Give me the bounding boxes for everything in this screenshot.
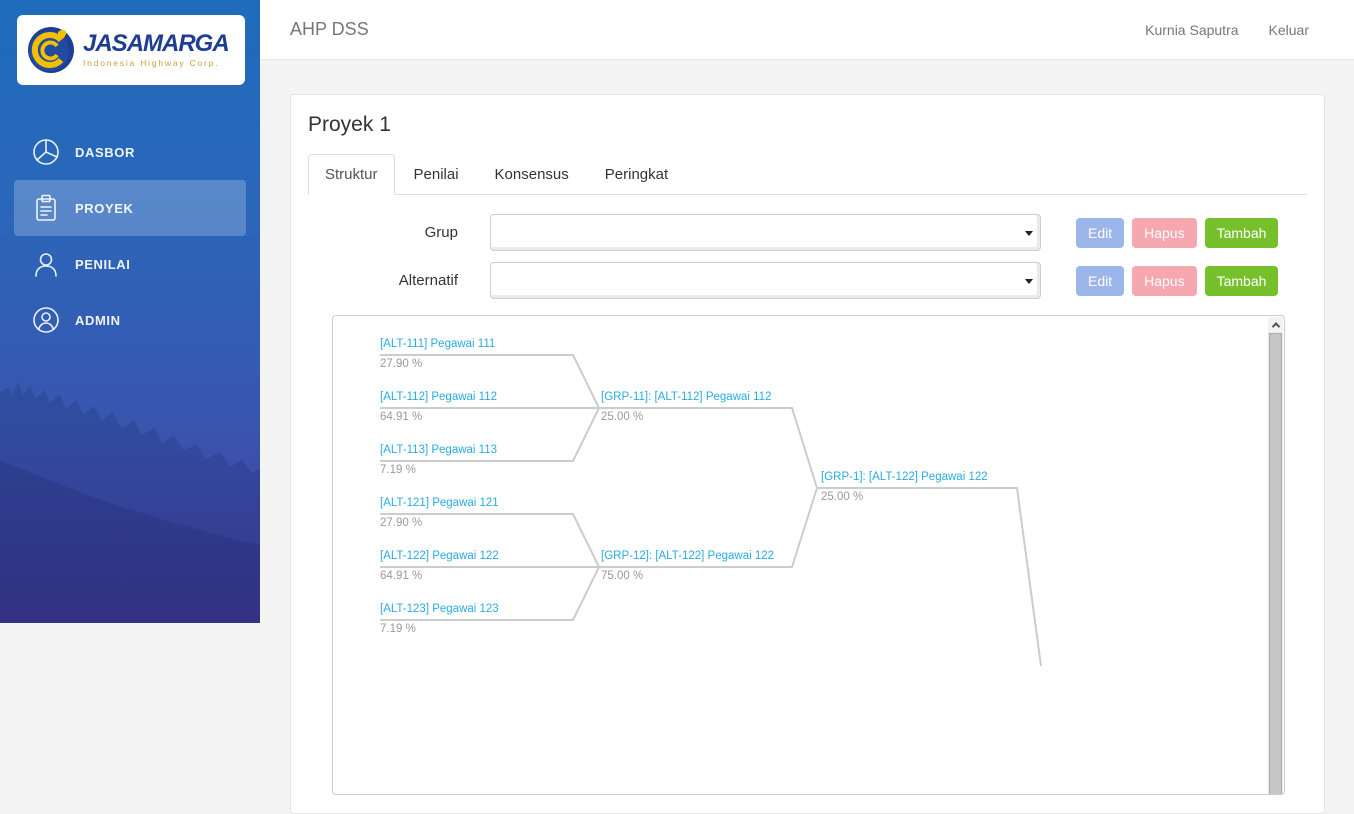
user-menu-link[interactable]: Kurnia Saputra (1145, 21, 1239, 38)
project-card: Proyek 1 Struktur Penilai Konsensus Peri… (290, 94, 1325, 814)
tree-node-ALT-111: [ALT-111] Pegawai 111 27.90 % (380, 337, 495, 370)
brand-name: JASAMARGA (83, 30, 230, 57)
scroll-up-button[interactable] (1268, 317, 1283, 332)
tree-node-ALT-123: [ALT-123] Pegawai 123 7.19 % (380, 602, 499, 635)
tree-node-link-ALT-113[interactable]: [ALT-113] Pegawai 113 (380, 444, 497, 456)
tree-scrollbar[interactable] (1268, 317, 1283, 794)
tab-struktur[interactable]: Struktur (308, 154, 395, 195)
top-navbar: AHP DSS Kurnia Saputra Keluar (260, 0, 1354, 60)
tree-node-weight: 64.91 % (380, 411, 423, 423)
hierarchy-tree: [ALT-111] Pegawai 111 27.90 % [ALT-112] Pe… (332, 315, 1285, 795)
alternative-label: Alternatif (398, 272, 458, 289)
tree-node-link-ALT-123[interactable]: [ALT-123] Pegawai 123 (380, 603, 499, 615)
tab-bar: Struktur Penilai Konsensus Peringkat (308, 154, 1307, 195)
tree-node-weight: 64.91 % (380, 570, 423, 582)
tab-konsensus[interactable]: Konsensus (494, 166, 569, 183)
sidebar-item-dasbor[interactable]: DASBOR (14, 124, 246, 180)
tree-node-link-ALT-121[interactable]: [ALT-121] Pegawai 121 (380, 497, 499, 509)
jasamarga-logo: JASAMARGA Indonesia Highway Corp. (17, 15, 245, 85)
tree-node-weight: 7.19 % (380, 623, 416, 635)
content-area: Proyek 1 Struktur Penilai Konsensus Peri… (260, 60, 1354, 814)
tree-node-weight: 27.90 % (380, 358, 423, 370)
sidebar-item-label: ADMIN (75, 312, 121, 328)
structure-form: Grup Edit Hapus Tambah Alternatif (308, 214, 1307, 299)
group-label: Grup (424, 224, 458, 241)
tree-node-GRP-12: [GRP-12]: [ALT-122] Pegawai 122 75.00 % (601, 549, 774, 582)
chevron-up-icon (1271, 321, 1280, 331)
app-title: AHP DSS (290, 19, 369, 39)
sidebar: JASAMARGA Indonesia Highway Corp. DASBOR… (0, 0, 260, 623)
group-add-button[interactable]: Tambah (1204, 217, 1279, 248)
logout-link[interactable]: Keluar (1268, 21, 1309, 38)
tree-node-weight: 75.00 % (601, 570, 644, 582)
brand-tagline: Indonesia Highway Corp. (83, 58, 220, 68)
tree-node-weight: 27.90 % (380, 517, 423, 529)
tree-node-weight: 25.00 % (821, 491, 864, 503)
tab-penilai[interactable]: Penilai (413, 166, 459, 183)
group-delete-button[interactable]: Hapus (1132, 217, 1197, 248)
tree-node-ALT-113: [ALT-113] Pegawai 113 7.19 % (380, 443, 497, 476)
sidebar-item-penilai[interactable]: PENILAI (14, 236, 246, 292)
mountain-background (0, 382, 260, 623)
sidebar-item-label: PENILAI (75, 256, 131, 272)
tree-node-link-ALT-111[interactable]: [ALT-111] Pegawai 111 (380, 338, 496, 350)
group-row: Grup Edit Hapus Tambah (308, 214, 1307, 251)
tree-node-weight: 25.00 % (601, 411, 644, 423)
alternative-select[interactable] (490, 262, 1041, 299)
page-title: Proyek 1 (308, 113, 391, 136)
group-edit-button[interactable]: Edit (1076, 217, 1125, 248)
sidebar-nav: DASBOR PROYEK PENILAI ADMIN (0, 124, 260, 348)
tree-node-link-ALT-112[interactable]: [ALT-112] Pegawai 112 (380, 391, 497, 403)
sidebar-item-label: PROYEK (75, 200, 134, 216)
tree-node-GRP-1: [GRP-1]: [ALT-122] Pegawai 122 25.00 % (821, 470, 988, 503)
tree-node-link-GRP-1[interactable]: [GRP-1]: [ALT-122] Pegawai 122 (821, 471, 988, 483)
tree-node-ALT-122: [ALT-122] Pegawai 122 64.91 % (380, 549, 499, 582)
alternative-add-button[interactable]: Tambah (1204, 265, 1279, 296)
scrollbar-thumb[interactable] (1269, 333, 1282, 794)
tree-node-ALT-112: [ALT-112] Pegawai 112 64.91 % (380, 390, 497, 423)
dashboard-icon (32, 138, 60, 166)
user-icon (32, 250, 60, 278)
tab-peringkat[interactable]: Peringkat (604, 166, 669, 183)
sidebar-item-label: DASBOR (75, 144, 135, 160)
alternative-row: Alternatif Edit Hapus Tambah (308, 262, 1307, 299)
chevron-down-icon (1025, 279, 1033, 284)
clipboard-icon (32, 194, 60, 222)
alternative-delete-button[interactable]: Hapus (1132, 265, 1197, 296)
sidebar-item-proyek[interactable]: PROYEK (14, 180, 246, 236)
tree-node-weight: 7.19 % (380, 464, 416, 476)
alternative-edit-button[interactable]: Edit (1076, 265, 1125, 296)
tree-node-link-ALT-122[interactable]: [ALT-122] Pegawai 122 (380, 550, 499, 562)
chevron-down-icon (1025, 231, 1033, 236)
main-area: AHP DSS Kurnia Saputra Keluar Proyek 1 S… (260, 0, 1354, 814)
tree-node-link-GRP-12[interactable]: [GRP-12]: [ALT-122] Pegawai 122 (601, 550, 775, 562)
group-select[interactable] (490, 214, 1041, 251)
tree-connectors (380, 354, 1042, 667)
tree-node-GRP-11: [GRP-11]: [ALT-112] Pegawai 112 25.00 % (601, 390, 771, 423)
tree-node-ALT-121: [ALT-121] Pegawai 121 27.90 % (380, 496, 499, 529)
sidebar-item-admin[interactable]: ADMIN (14, 292, 246, 348)
user-circle-icon (32, 306, 60, 334)
tree-node-link-GRP-11[interactable]: [GRP-11]: [ALT-112] Pegawai 112 (601, 391, 772, 403)
jasamarga-emblem (28, 27, 74, 73)
